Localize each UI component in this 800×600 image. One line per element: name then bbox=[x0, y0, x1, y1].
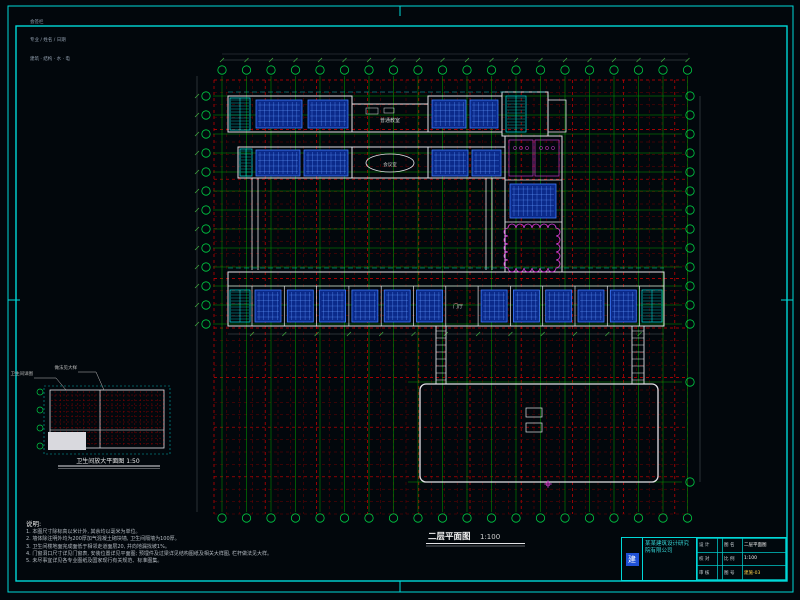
tb-label: 图 号 bbox=[722, 565, 744, 580]
signature-line: 会签栏 bbox=[30, 19, 44, 25]
tb-label: 设 计 bbox=[697, 538, 718, 553]
tb-label: 比 例 bbox=[722, 551, 744, 567]
tb-value: 建施-03 bbox=[742, 565, 786, 580]
plan-caption: 二层平面图 bbox=[428, 532, 471, 542]
room-label-hall: 门厅 bbox=[453, 303, 463, 310]
room-label-meeting: 会议室 bbox=[383, 161, 397, 168]
note-line: 5. 未尽事宜详见各专业图纸及国家现行有关规范、标准图集。 bbox=[26, 558, 163, 565]
notes-title: 说明: bbox=[26, 520, 42, 528]
company-logo-icon: 建 bbox=[625, 552, 639, 566]
notes-block: 说明: 1. 本图尺寸除标高以米计外, 其余均以毫米为单位。 2. 墙体除注明外… bbox=[26, 518, 586, 565]
signature-line: 专业 / 姓名 / 日期 bbox=[30, 38, 66, 44]
title-block-table: 设 计 图 名 二层平面图 校 对 比 例 1:100 审 核 图 号 建施-0… bbox=[697, 538, 786, 580]
signature-line: 建筑 · 结构 · 水 · 电 bbox=[30, 57, 70, 63]
building-walls bbox=[227, 91, 665, 483]
note-line: 3. 卫生间楼地面完成面低于相邻走道面层20, 并向地漏找坡1%。 bbox=[26, 543, 170, 550]
tb-label: 图 名 bbox=[722, 538, 744, 553]
misc-marks bbox=[426, 480, 552, 547]
title-block: 建 某某建筑设计研究院有限公司 设 计 图 名 二层平面图 校 对 比 例 1:… bbox=[621, 537, 787, 581]
logo-cell: 建 bbox=[622, 538, 643, 580]
detail-plan bbox=[34, 371, 171, 469]
drawing-labels: 普通教室 会议室 门厅 卫生间详图 做法见大样 卫生间放大平面图 1:50 二层… bbox=[11, 117, 501, 542]
plan-caption-scale: 1:100 bbox=[480, 533, 500, 541]
note-line: 1. 本图尺寸除标高以米计外, 其余均以毫米为单位。 bbox=[26, 529, 141, 535]
note-line: 2. 墙体除注明外均为200厚加气混凝土砌块墙, 卫生间隔墙为100厚。 bbox=[26, 536, 180, 543]
detail-callout-2: 做法见大样 bbox=[55, 364, 78, 371]
tb-label: 审 核 bbox=[697, 565, 718, 580]
signature-strip: 会签栏 专业 / 姓名 / 日期 建筑 · 结构 · 水 · 电 bbox=[30, 7, 70, 76]
room-label-classroom: 普通教室 bbox=[380, 117, 400, 124]
detail-caption: 卫生间放大平面图 1:50 bbox=[76, 457, 140, 465]
tb-value bbox=[716, 565, 724, 580]
note-line: 4. 门窗洞口尺寸详见门窗表, 安装位置详见平面图; 预埋件及过梁详见结构图纸及… bbox=[26, 550, 272, 557]
tb-value: 1:100 bbox=[742, 551, 786, 567]
sheet-frame bbox=[7, 5, 794, 593]
tb-value: 二层平面图 bbox=[742, 538, 786, 553]
tb-label: 校 对 bbox=[697, 551, 718, 567]
company-name: 某某建筑设计研究院有限公司 bbox=[643, 538, 697, 580]
tb-value bbox=[716, 538, 724, 553]
dimension-lines bbox=[194, 53, 701, 512]
detail-callout-1: 卫生间详图 bbox=[11, 370, 34, 377]
room-furniture-blocks bbox=[229, 95, 663, 323]
